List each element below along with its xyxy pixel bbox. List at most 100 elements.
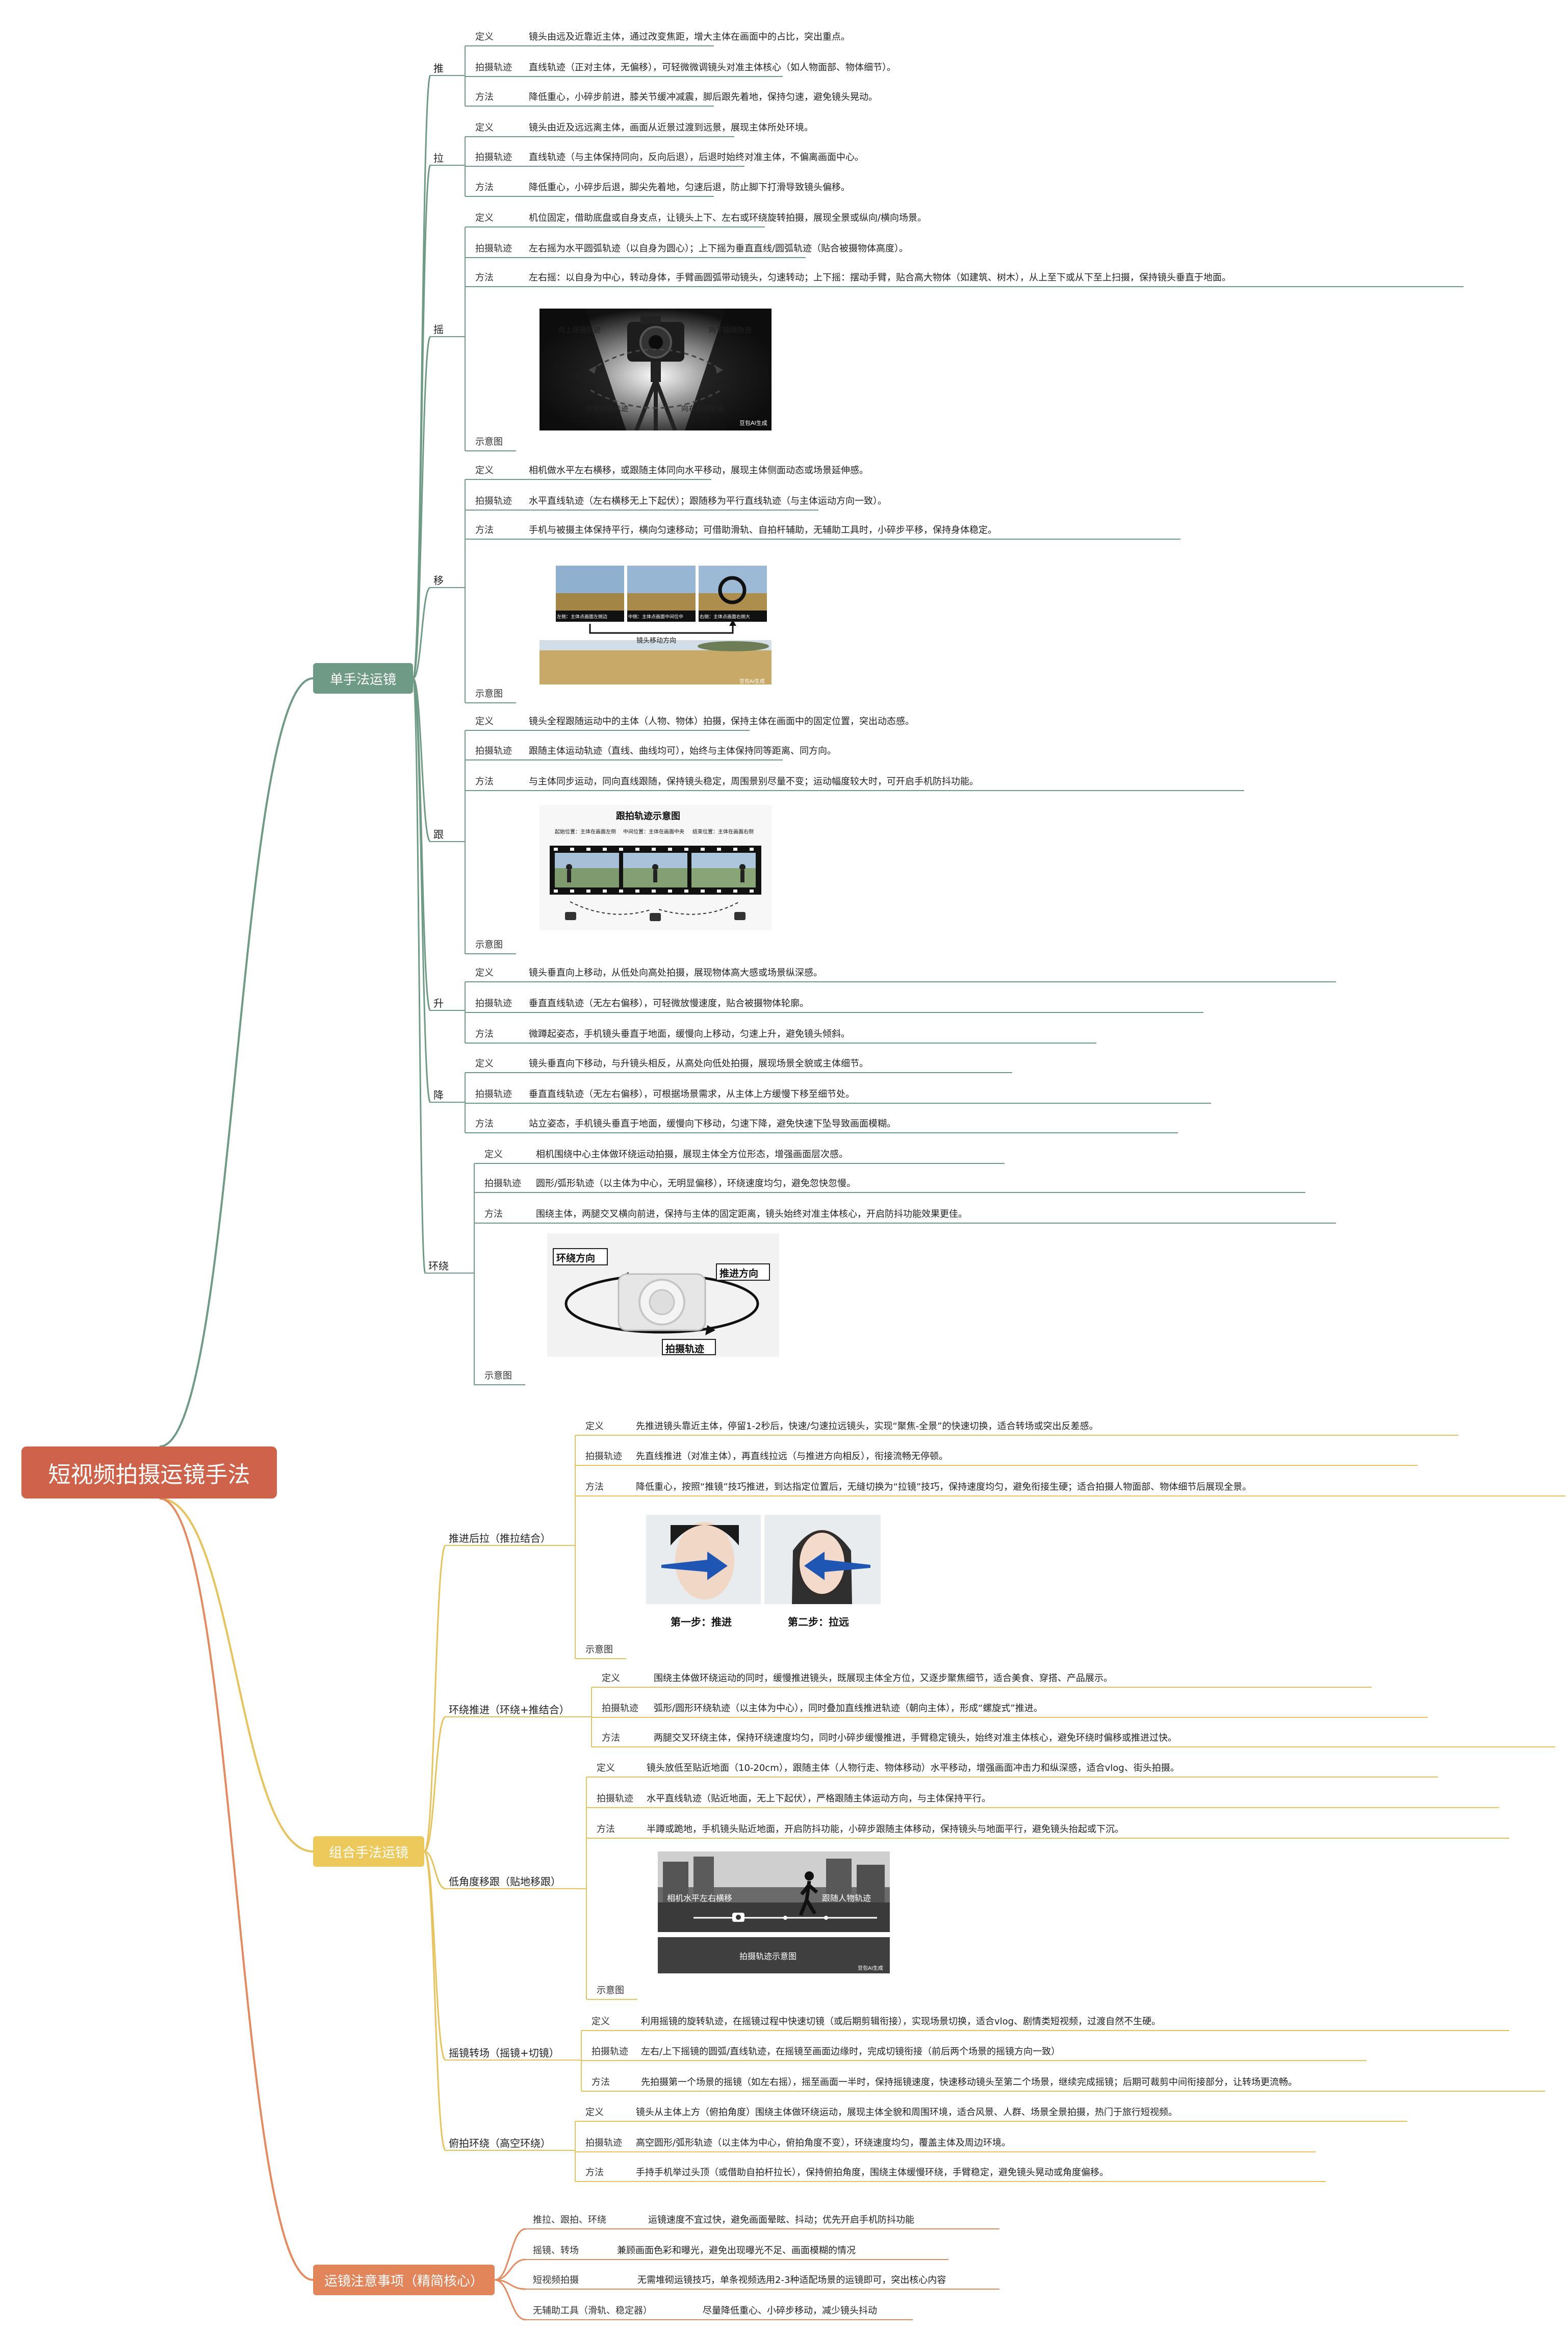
- combo-4-row-0-label: 定义: [585, 2107, 604, 2118]
- single-link-6: [412, 677, 431, 1103]
- notes-item-1-key[interactable]: 摇镜、转场: [533, 2245, 579, 2256]
- single-5-row-1-label: 拍摄轨迹: [475, 998, 512, 1009]
- single-link-7: [412, 677, 426, 1274]
- single-0-row-2-label: 方法: [475, 92, 494, 103]
- single-7-row-0-text: 相机围绕中心主体做环绕运动拍摄，展现主体全方位形态，增强画面层次感。: [536, 1149, 848, 1160]
- combo-technique-1[interactable]: 环绕推进（环绕+推结合）: [449, 1704, 570, 1716]
- combo-technique-4[interactable]: 俯拍环绕（高空环绕）: [449, 2137, 551, 2149]
- follow-pos-middle: 中间位置：主体在画面中央: [623, 829, 684, 835]
- combo-1-row-2-text: 两腿交叉环绕主体，保持环绕速度均匀，同时小碎步缓慢推进，手臂稳定镜头，始终对准主…: [654, 1733, 1177, 1743]
- combo-4-row-1-label: 拍摄轨迹: [585, 2138, 622, 2148]
- combo-3-row-0-label: 定义: [592, 2016, 610, 2027]
- root-to-notes-link: [159, 1498, 314, 2281]
- truck-panel-middle: 中侧：主体点画面中间位中: [628, 615, 684, 620]
- follow-title: 跟拍轨迹示意图: [616, 811, 680, 822]
- single-0-row-2-text: 降低重心，小碎步前进，膝关节缓冲减震，脚后跟先着地，保持匀速，避免镜头晃动。: [529, 92, 878, 103]
- single-technique-6[interactable]: 降: [433, 1089, 444, 1101]
- root-to-combo-link: [159, 1498, 314, 1852]
- push-pull-step2: 第二步：拉远: [788, 1616, 849, 1628]
- single-technique-2[interactable]: 摇: [433, 323, 444, 336]
- branch-notes[interactable]: 运镜注意事项（精简核心）: [313, 2265, 495, 2295]
- single-technique-1[interactable]: 拉: [433, 152, 444, 164]
- branch-combo-technique[interactable]: 组合手法运镜: [313, 1836, 424, 1867]
- notes-item-2-key[interactable]: 短视频拍摄: [533, 2275, 579, 2286]
- single-2-figure-caption: 示意图: [475, 437, 503, 447]
- notes-item-2-text: 无需堆砌运镜技巧，单条视频选用2-3种适配场景的运镜即可，突出核心内容: [637, 2275, 946, 2286]
- pan-illustration: 向上摇摄轨迹 向下摇摄轨迹 向左摇摄轨迹 向右摇摄轨迹 豆包AI生成: [539, 309, 772, 430]
- follow-illustration: 跟拍轨迹示意图 起始位置：主体在画面左侧 中间位置：主体在画面中央 结束位置：主…: [539, 805, 772, 930]
- single-technique-0[interactable]: 推: [433, 62, 444, 74]
- orbit-label-direction: 环绕方向: [556, 1253, 596, 1264]
- single-link-3: [413, 587, 431, 679]
- single-4-row-2-text: 与主体同步运动，同向直线跟随，保持镜头稳定，周围景别尽量不变；运动幅度较大时，可…: [529, 776, 979, 787]
- single-1-row-2-label: 方法: [475, 182, 494, 193]
- single-technique-4[interactable]: 跟: [433, 828, 444, 841]
- combo-4-row-2-text: 手持手机举过头顶（或借助自拍杆拉长），保持俯拍角度，围绕主体缓慢环绕，手臂稳定，…: [636, 2167, 1109, 2178]
- single-7-row-2-label: 方法: [484, 1209, 503, 1220]
- single-7-row-1-text: 圆形/弧形轨迹（以主体为中心，无明显偏移），环绕速度均匀，避免忽快忽慢。: [536, 1178, 856, 1189]
- combo-0-row-0-text: 先推进镜头靠近主体，停留1-2秒后，快速/匀速拉远镜头，实现“聚焦-全景”的快速…: [636, 1421, 1098, 1432]
- root-topic[interactable]: 短视频拍摄运镜手法: [21, 1446, 277, 1499]
- combo-3-row-2-text: 先拍摄第一个场景的摇镜（如左右摇），摇至画面一半时，保持摇镜速度，快速移动镜头至…: [641, 2077, 1297, 2088]
- single-0-row-1-text: 直线轨迹（正对主体，无偏移），可轻微微调镜头对准主体核心（如人物面部、物体细节）…: [529, 62, 896, 73]
- single-6-row-0-text: 镜头垂直向下移动，与升镜头相反，从高处向低处拍摄，展现场景全貌或主体细节。: [529, 1058, 868, 1069]
- single-5-row-0-text: 镜头垂直向上移动，从低处向高处拍摄，展现物体高大感或场景纵深感。: [529, 968, 822, 978]
- single-link-1: [412, 164, 431, 679]
- notes-item-0-key[interactable]: 推拉、跟拍、环绕: [533, 2215, 606, 2225]
- combo-1-row-2-label: 方法: [602, 1733, 620, 1743]
- single-3-row-0-text: 相机做水平左右横移，或跟随主体同向水平移动，展现主体侧面动态或场景延伸感。: [529, 465, 868, 476]
- combo-2-row-1-text: 水平直线轨迹（贴近地面，无上下起伏），严格跟随主体运动方向，与主体保持平行。: [647, 1793, 991, 1804]
- single-7-row-0-label: 定义: [484, 1149, 503, 1160]
- combo-1-row-1-label: 拍摄轨迹: [602, 1703, 638, 1714]
- combo-1-row-0-text: 围绕主体做环绕运动的同时，缓慢推进镜头，既展现主体全方位，又逐步聚焦细节，适合美…: [654, 1673, 1113, 1684]
- single-4-row-1-label: 拍摄轨迹: [475, 746, 512, 756]
- single-6-row-2-text: 站立姿态，手机镜头垂直于地面，缓慢向下移动，匀速下降，避免快速下坠导致画面模糊。: [529, 1119, 896, 1129]
- notes-item-1-text: 兼顾画面色彩和曝光，避免出现曝光不足、画面模糊的情况: [617, 2245, 856, 2256]
- single-3-row-1-text: 水平直线轨迹（左右横移无上下起伏）；跟随移为平行直线轨迹（与主体运动方向一致）。: [529, 496, 887, 506]
- branch-single-technique[interactable]: 单手法运镜: [313, 663, 413, 694]
- combo-technique-3[interactable]: 摇镜转场（摇镜+切镜）: [449, 2047, 559, 2059]
- single-technique-5[interactable]: 升: [433, 997, 444, 1009]
- single-3-row-0-label: 定义: [475, 465, 494, 476]
- combo-0-row-2-label: 方法: [585, 1482, 604, 1492]
- combo-4-row-2-label: 方法: [585, 2167, 604, 2178]
- pan-label-left: 向左摇摄轨迹: [585, 405, 628, 413]
- truck-illustration: 左侧：主体点画面左侧边 中侧：主体点画面中间位中 右侧：主体点画面右侧大 镜头移…: [539, 564, 772, 684]
- follow-pos-end: 结束位置：主体在画面右侧: [692, 829, 754, 835]
- single-7-figure-caption: 示意图: [484, 1370, 512, 1381]
- low-follow-label-track: 拍摄轨迹示意图: [739, 1951, 797, 1961]
- single-2-row-0-text: 机位固定，借助底盘或自身支点，让镜头上下、左右或环绕旋转拍摄，展现全景或纵向/横…: [529, 213, 927, 223]
- single-4-row-2-label: 方法: [475, 776, 494, 787]
- combo-technique-2[interactable]: 低角度移跟（贴地移跟）: [449, 1875, 561, 1888]
- single-3-figure-caption: 示意图: [475, 689, 503, 699]
- single-5-row-2-label: 方法: [475, 1029, 494, 1039]
- single-5-row-2-text: 微蹲起姿态，手机镜头垂直于地面，缓慢向上移动，匀速上升，避免镜头倾斜。: [529, 1029, 850, 1039]
- combo-link-1: [424, 1716, 446, 1852]
- single-1-row-1-label: 拍摄轨迹: [475, 152, 512, 163]
- combo-technique-0[interactable]: 推进后拉（推拉结合）: [449, 1532, 551, 1544]
- combo-2-row-0-text: 镜头放低至贴近地面（10-20cm），跟随主体（人物行走、物体移动）水平移动，增…: [647, 1763, 1179, 1773]
- single-4-figure-caption: 示意图: [475, 940, 503, 950]
- single-6-row-2-label: 方法: [475, 1119, 494, 1129]
- combo-3-row-1-text: 左右/上下摇镜的圆弧/直线轨迹，在摇镜至画面边缘时，完成切镜衔接（前后两个场景的…: [641, 2046, 1061, 2057]
- combo-0-figure-caption: 示意图: [585, 1644, 613, 1655]
- notes-item-3-key[interactable]: 无辅助工具（滑轨、稳定器）: [533, 2305, 652, 2316]
- combo-4-row-1-text: 高空圆形/弧形轨迹（以主体为中心，俯拍角度不变），环绕速度均匀，覆盖主体及周边环…: [636, 2138, 1011, 2148]
- single-link-0: [412, 74, 431, 679]
- orbit-label-track: 拍摄轨迹: [665, 1343, 705, 1355]
- single-1-row-0-label: 定义: [475, 122, 494, 133]
- single-3-row-1-label: 拍摄轨迹: [475, 496, 512, 506]
- pan-label-up: 向上摇摄轨迹: [558, 326, 601, 335]
- single-5-row-1-text: 垂直直线轨迹（无左右偏移），可轻微放慢速度，贴合被摄物体轮廓。: [529, 998, 809, 1009]
- combo-1-row-1-text: 弧形/圆形环绕轨迹（以主体为中心），同时叠加直线推进轨迹（朝向主体），形成“螺旋…: [654, 1703, 1043, 1714]
- single-technique-7[interactable]: 环绕: [428, 1260, 449, 1272]
- single-3-row-2-label: 方法: [475, 525, 494, 536]
- orbit-label-push: 推进方向: [719, 1268, 759, 1279]
- single-1-row-0-text: 镜头由近及远远离主体，画面从近景过渡到远景，展现主体所处环境。: [529, 122, 813, 133]
- truck-panel-left: 左侧：主体点画面左侧边: [557, 615, 608, 620]
- combo-0-row-2-text: 降低重心，按照“推镜”技巧推进，到达指定位置后，无缝切换为“拉镜”技巧，保持速度…: [636, 1482, 1252, 1492]
- pan-label-right: 向右摇摄轨迹: [681, 405, 724, 413]
- single-6-row-1-label: 拍摄轨迹: [475, 1089, 512, 1100]
- single-5-row-0-label: 定义: [475, 968, 494, 978]
- single-technique-3[interactable]: 移: [433, 574, 444, 587]
